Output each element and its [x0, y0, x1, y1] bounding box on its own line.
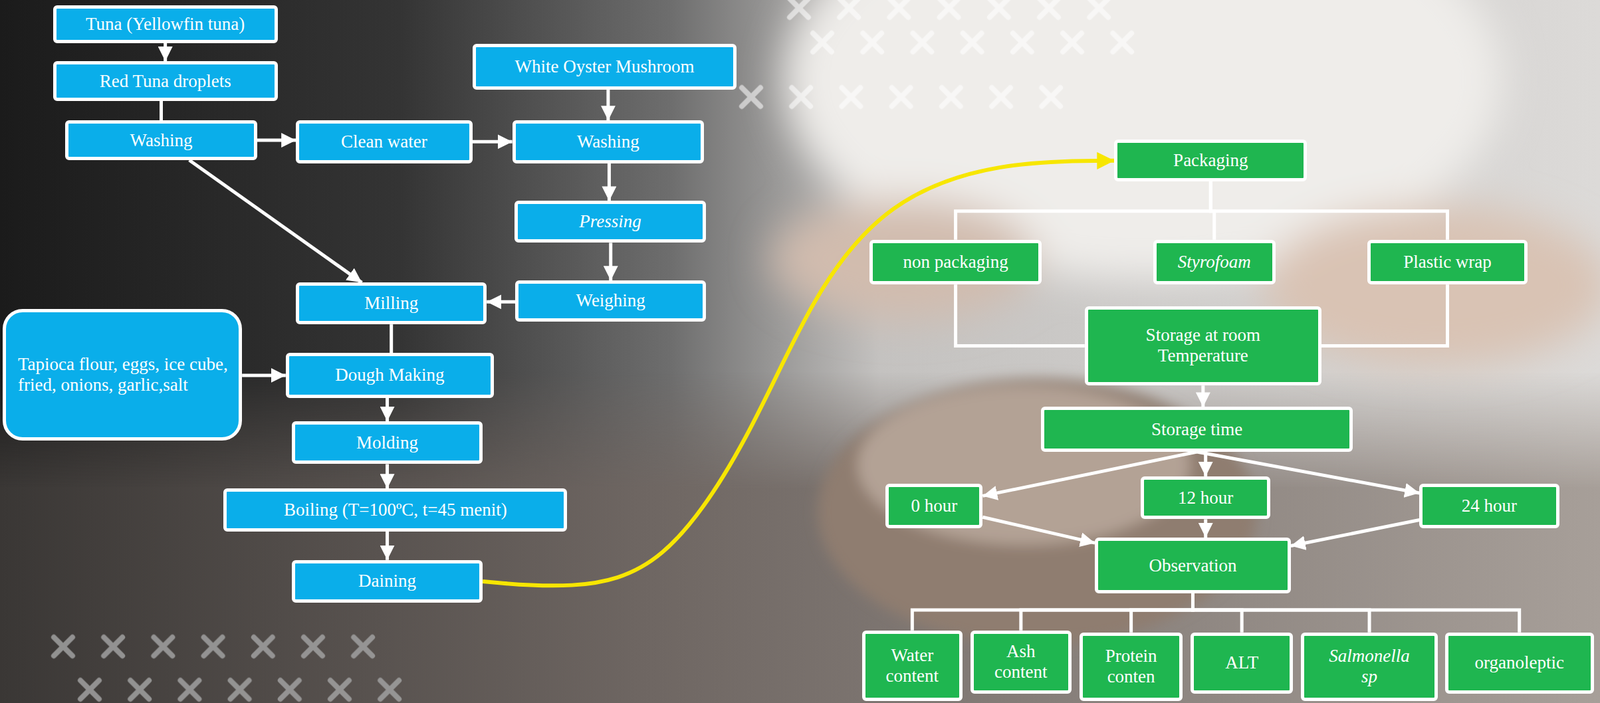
- process-box: Dough Making: [285, 352, 494, 399]
- node-label: Clean water: [341, 131, 428, 153]
- node-label: Tapioca flour, eggs, ice cube, fried, on…: [17, 354, 230, 396]
- node-label: Red Tuna droplets: [99, 71, 232, 92]
- storage-step-box: Observation: [1094, 537, 1291, 594]
- node-label: 12 hour: [1177, 487, 1234, 509]
- storage-step-box: Packaging: [1114, 139, 1307, 182]
- node-label: Pressing: [578, 211, 642, 232]
- node-label: non packaging: [902, 251, 1008, 273]
- connector-line: [955, 284, 1085, 346]
- flow-arrow: [982, 517, 1095, 544]
- connector-line: [389, 324, 393, 353]
- cross-decoration: [725, 72, 1076, 123]
- flow-arrow: [189, 160, 363, 283]
- storage-step-box: Protein conten: [1079, 632, 1183, 702]
- flow-arrow: [385, 398, 389, 422]
- node-label: White Oyster Mushroom: [515, 56, 695, 78]
- flow-arrow: [606, 89, 610, 121]
- storage-step-box: 24 hour: [1419, 483, 1559, 530]
- storage-step-box: Styrofoam: [1153, 239, 1276, 286]
- node-label: Washing: [576, 131, 640, 153]
- flow-arrow: [1203, 452, 1208, 477]
- process-box: Boiling (T=100ºC, t=45 menit): [223, 488, 568, 532]
- process-box: White Oyster Mushroom: [472, 43, 738, 90]
- node-label: Plastic wrap: [1403, 251, 1492, 273]
- node-label: Tuna (Yellowfin tuna): [85, 13, 245, 35]
- flow-arrow: [472, 140, 513, 144]
- connector-line: [1321, 284, 1448, 346]
- node-label: Boiling (T=100ºC, t=45 menit): [283, 499, 508, 521]
- connector-line: [159, 101, 163, 121]
- node-label: Molding: [356, 432, 419, 454]
- storage-step-box: 12 hour: [1140, 476, 1271, 520]
- flow-arrow: [1203, 519, 1208, 538]
- node-label: Ash content: [987, 641, 1055, 683]
- connector-line: [955, 181, 1212, 240]
- node-label: Observation: [1149, 555, 1238, 577]
- cross-decoration: [797, 17, 1147, 68]
- storage-step-box: Plastic wrap: [1367, 239, 1528, 286]
- connector-line: [1021, 593, 1194, 631]
- process-box: Daining: [291, 560, 483, 603]
- storage-step-box: Storage at room Temperature: [1084, 306, 1322, 387]
- node-label: Packaging: [1173, 150, 1248, 171]
- flow-arrow: [1290, 520, 1420, 547]
- node-label: 24 hour: [1461, 495, 1517, 517]
- storage-step-box: Salmonella sp: [1300, 632, 1438, 702]
- node-label: Daining: [358, 571, 417, 592]
- node-label: ALT: [1225, 652, 1259, 674]
- node-label: Dough Making: [335, 364, 445, 386]
- storage-step-box: Storage time: [1040, 406, 1354, 453]
- flow-arrow: [241, 373, 286, 377]
- process-box: Washing: [512, 120, 705, 163]
- process-box: Clean water: [295, 120, 473, 163]
- connector-line: [912, 593, 1193, 631]
- node-label: Washing: [130, 130, 193, 151]
- flow-arrow: [607, 163, 611, 202]
- process-box: Molding: [291, 421, 483, 464]
- flow-arrow: [257, 138, 296, 143]
- flow-arrow: [1201, 385, 1205, 407]
- node-label: Protein conten: [1098, 646, 1165, 688]
- storage-step-box: 0 hour: [885, 483, 983, 530]
- node-label: 0 hour: [910, 495, 958, 517]
- flow-arrow: [608, 242, 613, 281]
- ingredients-box: Tapioca flour, eggs, ice cube, fried, on…: [2, 309, 242, 441]
- process-box: Pressing: [514, 200, 707, 243]
- storage-step-box: Water content: [862, 630, 962, 702]
- flow-arrow: [385, 463, 389, 489]
- process-box: Weighing: [515, 280, 706, 322]
- connector-line: [1192, 593, 1519, 633]
- transition-arrow: [482, 160, 1115, 587]
- flow-arrow: [486, 300, 516, 304]
- process-box: Milling: [295, 282, 487, 325]
- node-label: Styrofoam: [1177, 251, 1252, 273]
- connector-line: [1192, 593, 1370, 633]
- storage-step-box: non packaging: [869, 239, 1042, 286]
- flow-arrow: [163, 43, 167, 62]
- node-label: Milling: [364, 293, 419, 314]
- node-label: Salmonella sp: [1326, 646, 1413, 688]
- connector-line: [1192, 593, 1242, 633]
- cross-decoration: [37, 622, 388, 673]
- connector-line: [1131, 593, 1194, 633]
- process-box: Red Tuna droplets: [53, 61, 278, 102]
- flow-arrow: [385, 531, 389, 561]
- process-box: Tuna (Yellowfin tuna): [53, 5, 278, 44]
- storage-step-box: ALT: [1190, 632, 1293, 694]
- process-box: Washing: [65, 120, 258, 161]
- connector-line: [1210, 181, 1448, 240]
- storage-step-box: Ash content: [970, 630, 1072, 694]
- cross-decoration: [64, 665, 415, 703]
- node-label: Storage time: [1151, 419, 1243, 441]
- node-label: Storage at room Temperature: [1116, 325, 1290, 367]
- node-label: organoleptic: [1474, 652, 1564, 674]
- node-label: Water content: [878, 645, 946, 687]
- storage-step-box: organoleptic: [1445, 632, 1595, 694]
- node-label: Weighing: [576, 290, 646, 312]
